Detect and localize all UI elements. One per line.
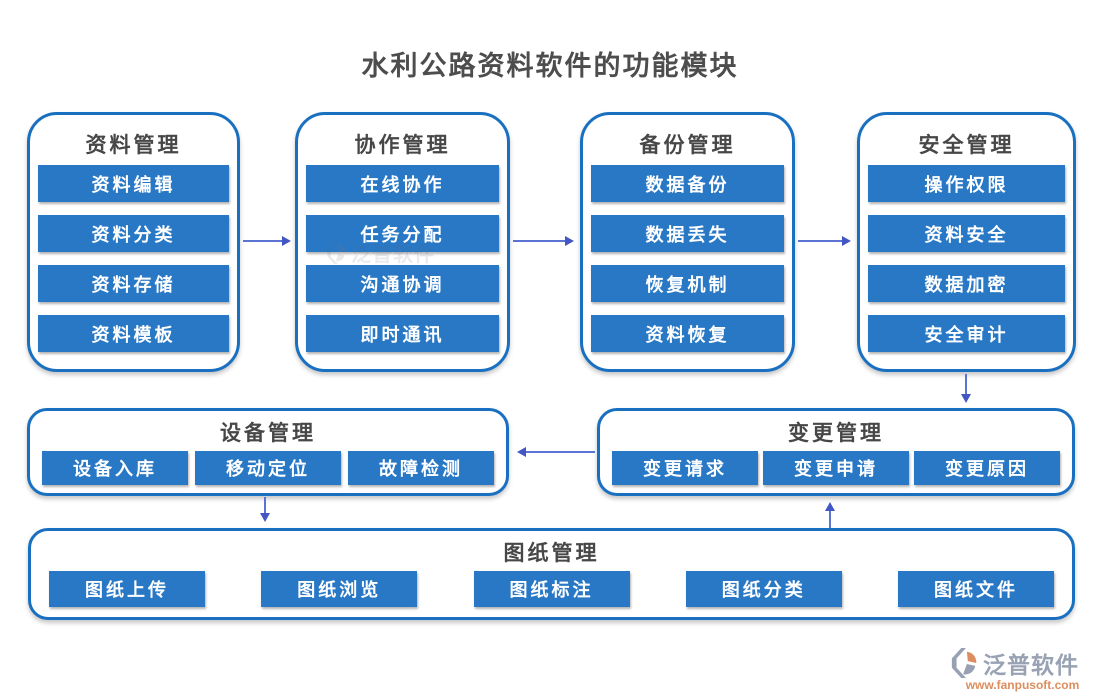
node-change-reason: 变更原因 — [914, 451, 1060, 485]
module-card-change-mgmt: 变更管理 变更请求 变更申请 变更原因 — [597, 408, 1075, 496]
node-security-audit: 安全审计 — [868, 315, 1065, 352]
node-instant-message: 即时通讯 — [306, 315, 499, 352]
module-card-collab-mgmt: 协作管理 在线协作 任务分配 沟通协调 即时通讯 — [295, 112, 510, 372]
node-data-backup: 数据备份 — [591, 165, 784, 202]
module-card-security-mgmt: 安全管理 操作权限 资料安全 数据加密 安全审计 — [857, 112, 1076, 372]
module-title-device-mgmt: 设备管理 — [220, 421, 316, 445]
node-drawing-browse: 图纸浏览 — [261, 571, 418, 607]
module-title-collab-mgmt: 协作管理 — [354, 133, 451, 157]
node-data-encrypt: 数据加密 — [868, 265, 1065, 302]
module-title-data-mgmt: 资料管理 — [85, 133, 182, 157]
brand-name-text: 泛普软件 — [983, 653, 1079, 678]
arrow-change-to-device-icon — [517, 447, 595, 457]
arrow-security-to-change-icon — [961, 374, 971, 403]
node-recovery-mech: 恢复机制 — [591, 265, 784, 302]
node-online-collab: 在线协作 — [306, 165, 499, 202]
node-fault-detect: 故障检测 — [348, 451, 494, 485]
page-title: 水利公路资料软件的功能模块 — [361, 51, 739, 81]
node-data-template: 资料模板 — [38, 315, 229, 352]
node-change-apply: 变更申请 — [763, 451, 909, 485]
node-data-security: 资料安全 — [868, 215, 1065, 252]
node-drawing-annotate: 图纸标注 — [473, 571, 630, 607]
module-card-data-mgmt: 资料管理 资料编辑 资料分类 资料存储 资料模板 — [27, 112, 240, 372]
node-drawing-upload: 图纸上传 — [49, 571, 205, 607]
brand-url-text: www.fanpusoft.com — [965, 678, 1080, 692]
module-title-backup-mgmt: 备份管理 — [639, 133, 736, 157]
module-title-security-mgmt: 安全管理 — [918, 133, 1015, 157]
node-communication: 沟通协调 — [306, 265, 499, 302]
arrow-backup-to-security-icon — [798, 236, 851, 246]
node-device-inbound: 设备入库 — [42, 451, 188, 485]
node-data-recovery: 资料恢复 — [591, 315, 784, 352]
node-data-storage: 资料存储 — [38, 265, 229, 302]
node-data-classify: 资料分类 — [38, 215, 229, 252]
arrow-data-to-collab-icon — [243, 236, 291, 246]
node-operate-permission: 操作权限 — [868, 165, 1065, 202]
module-card-backup-mgmt: 备份管理 数据备份 数据丢失 恢复机制 资料恢复 — [580, 112, 795, 372]
node-data-edit: 资料编辑 — [38, 165, 229, 202]
module-title-change-mgmt: 变更管理 — [788, 421, 884, 445]
arrow-collab-to-backup-icon — [513, 236, 574, 246]
arrow-device-to-drawing-icon — [260, 497, 270, 522]
node-drawing-classify: 图纸分类 — [685, 571, 842, 607]
fanpu-logo-icon — [951, 648, 977, 678]
arrow-drawing-to-change-icon — [825, 502, 835, 528]
brand-footer: 泛普软件 www.fanpusoft.com — [950, 646, 1095, 692]
node-task-assign: 任务分配 — [306, 215, 499, 252]
node-data-loss: 数据丢失 — [591, 215, 784, 252]
node-drawing-file: 图纸文件 — [898, 571, 1054, 607]
module-card-device-mgmt: 设备管理 设备入库 移动定位 故障检测 — [27, 408, 509, 496]
module-title-drawing-mgmt: 图纸管理 — [503, 541, 600, 565]
node-mobile-locate: 移动定位 — [195, 451, 341, 485]
node-change-request: 变更请求 — [612, 451, 758, 485]
module-card-drawing-mgmt: 图纸管理 图纸上传 图纸浏览 图纸标注 图纸分类 图纸文件 — [28, 528, 1075, 620]
